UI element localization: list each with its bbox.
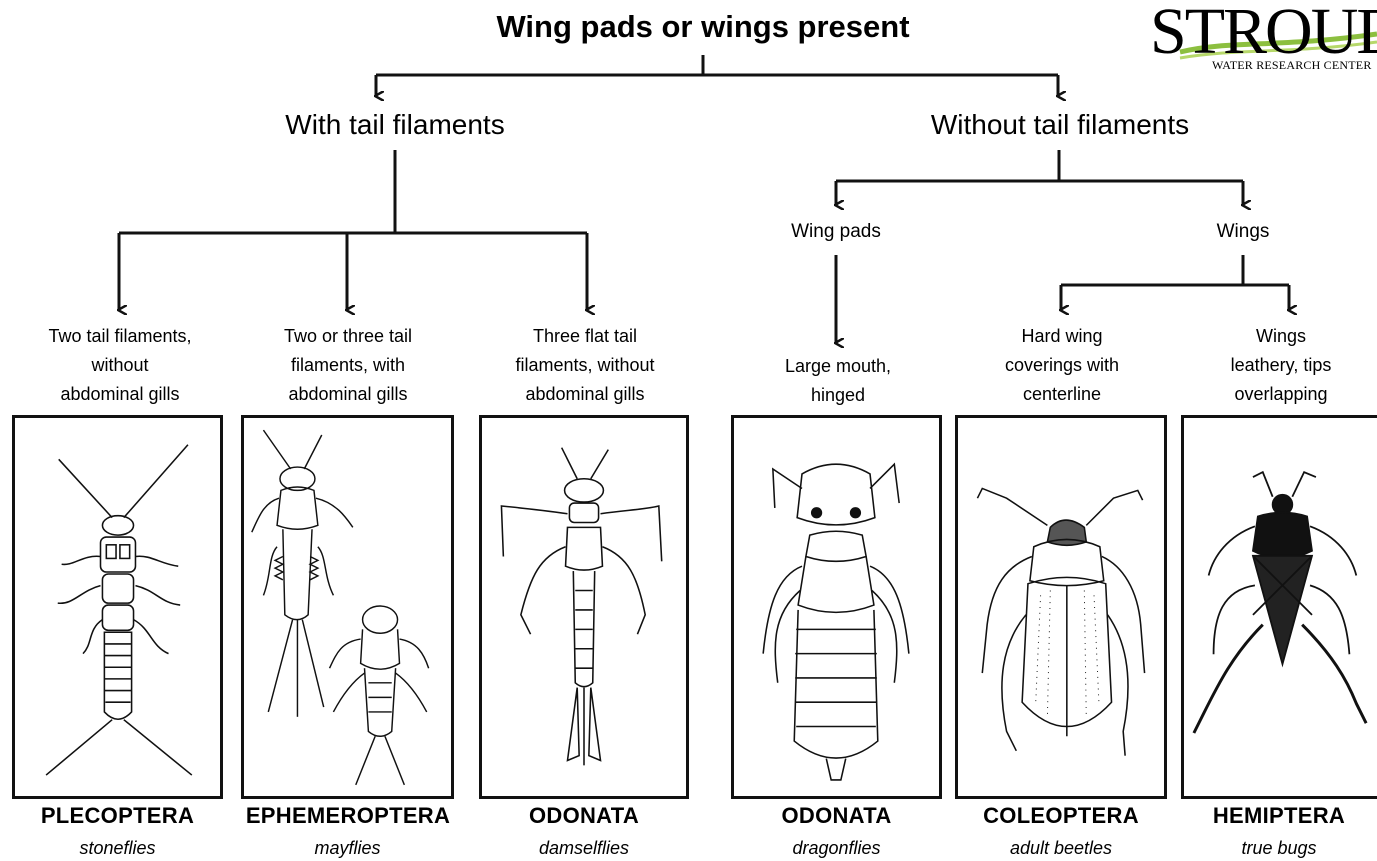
order-plecoptera: PLECOPTERA [12,803,223,829]
logo-subtitle: WATER RESEARCH CENTER [1212,58,1372,73]
panel-ephemeroptera [241,415,454,799]
branch-wings: Wings [1193,220,1293,244]
common-name-damselflies: damselflies [479,838,689,859]
order-ephemeroptera: EPHEMEROPTERA [232,803,464,829]
stroud-logo: STROUD WATER RESEARCH CENTER [1140,0,1377,80]
damselfly-nymph-icon [482,418,686,796]
true-bug-icon [1184,418,1377,796]
order-odonata-dragonflies: ODONATA [731,803,942,829]
panel-plecoptera [12,415,223,799]
order-hemiptera: HEMIPTERA [1181,803,1377,829]
criteria-damselflies: Three flat tail filaments, without abdom… [480,322,690,409]
criteria-dragonflies: Large mouth, hinged [736,352,940,410]
panel-hemiptera [1181,415,1377,799]
order-odonata-damselflies: ODONATA [479,803,689,829]
stonefly-nymph-icon [15,418,220,796]
criteria-coleoptera: Hard wing coverings with centerline [960,322,1164,409]
dragonfly-nymph-icon [734,418,939,796]
panel-coleoptera [955,415,1167,799]
mayfly-nymph-icon [244,418,451,796]
common-name-true-bugs: true bugs [1181,838,1377,859]
common-name-dragonflies: dragonflies [731,838,942,859]
panel-damselflies [479,415,689,799]
order-coleoptera: COLEOPTERA [955,803,1167,829]
root-question: Wing pads or wings present [460,8,946,46]
criteria-ephemeroptera: Two or three tail filaments, with abdomi… [246,322,450,409]
common-name-mayflies: mayflies [241,838,454,859]
branch-with-tail-filaments: With tail filaments [235,108,555,142]
criteria-plecoptera: Two tail filaments, without abdominal gi… [18,322,222,409]
criteria-hemiptera: Wings leathery, tips overlapping [1186,322,1376,409]
branch-without-tail-filaments: Without tail filaments [895,108,1225,142]
branch-wing-pads: Wing pads [766,220,906,244]
common-name-stoneflies: stoneflies [12,838,223,859]
beetle-icon [958,418,1164,796]
panel-dragonflies [731,415,942,799]
common-name-adult-beetles: adult beetles [955,838,1167,859]
